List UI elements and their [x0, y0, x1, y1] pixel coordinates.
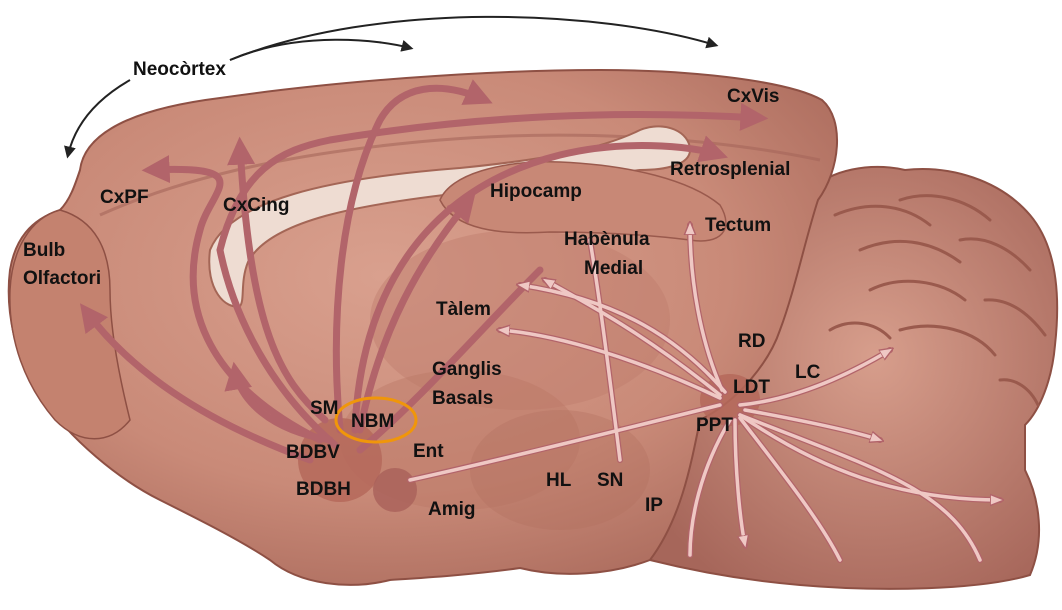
label-amig: Amig	[428, 499, 476, 520]
label-ip: IP	[645, 495, 663, 516]
label-rd: RD	[738, 331, 765, 352]
label-cxcing: CxCing	[223, 195, 290, 216]
label-hl: HL	[546, 470, 572, 491]
amygdala-cluster	[373, 468, 417, 512]
label-cxvis: CxVis	[727, 86, 779, 107]
label-neocortex: Neocòrtex	[133, 59, 226, 80]
neocortex-arrow-long	[230, 17, 715, 60]
label-hipocamp: Hipocamp	[490, 181, 582, 202]
label-ppt: PPT	[696, 415, 733, 436]
label-ldt: LDT	[733, 377, 770, 398]
label-ganglis-line2: Basals	[432, 388, 493, 409]
label-sn: SN	[597, 470, 623, 491]
label-bulb-line1: Bulb	[23, 240, 65, 261]
label-bulb-line2: Olfactori	[23, 268, 101, 289]
label-habenula-line2: Medial	[584, 258, 643, 279]
label-bdbv: BDBV	[286, 442, 340, 463]
label-ent: Ent	[413, 441, 444, 462]
label-cxpf: CxPF	[100, 187, 149, 208]
label-tectum: Tectum	[705, 215, 771, 236]
label-habenula-line1: Habènula	[564, 229, 650, 250]
label-nbm: NBM	[351, 411, 394, 432]
label-bdbh: BDBH	[296, 479, 351, 500]
brain-body	[9, 70, 1057, 589]
label-retrosplenial: Retrosplenial	[670, 159, 790, 180]
label-sm: SM	[310, 398, 339, 419]
label-lc: LC	[795, 362, 821, 383]
label-talem: Tàlem	[436, 299, 491, 320]
label-ganglis-line1: Ganglis	[432, 359, 502, 380]
